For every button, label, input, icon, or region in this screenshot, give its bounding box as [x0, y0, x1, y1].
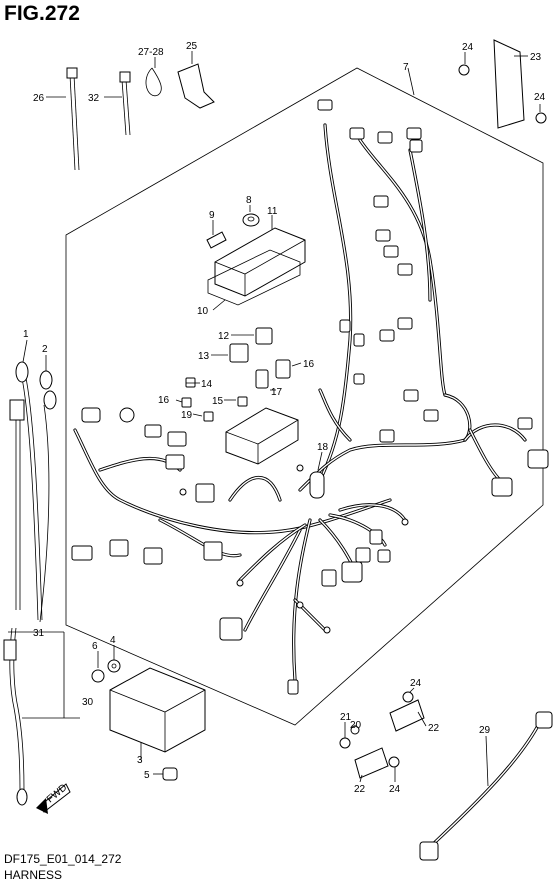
- callout-30: 30: [82, 697, 94, 708]
- callout-2: 2: [42, 344, 48, 355]
- callout-16: 16: [158, 395, 170, 406]
- top-bracket: [458, 39, 547, 129]
- callout-5: 5: [144, 770, 150, 781]
- callout-18: 18: [317, 442, 329, 453]
- assembly-frame: [65, 67, 544, 726]
- callout-27-28: 27-28: [138, 47, 164, 58]
- callout-4: 4: [110, 635, 116, 646]
- callout-24: 24: [410, 678, 422, 689]
- junction-box: [225, 407, 325, 499]
- extension-lead: [419, 711, 553, 861]
- bracket-assembly: [91, 659, 206, 781]
- figure-title: FIG.272: [4, 2, 80, 25]
- callout-6: 6: [92, 641, 98, 652]
- callout-24: 24: [534, 92, 546, 103]
- callout-26: 26: [33, 93, 45, 104]
- callout-1: 1: [23, 329, 29, 340]
- callout-14: 14: [201, 379, 213, 390]
- callout-29: 29: [479, 725, 491, 736]
- callout-22: 22: [354, 784, 366, 795]
- callouts: 7 24 23 24 26 32 27-28 25 8 9 11 10 12 1…: [23, 41, 546, 795]
- callout-17: 17: [271, 387, 283, 398]
- leader-lines: [8, 51, 541, 787]
- callout-31: 31: [33, 628, 45, 639]
- fuse-box: [207, 227, 306, 306]
- callout-23: 23: [530, 52, 542, 63]
- fasteners: [339, 691, 425, 779]
- callout-32: 32: [88, 93, 100, 104]
- callout-20: 20: [350, 720, 362, 731]
- grommet-part: [242, 213, 260, 227]
- figure-code: DF175_E01_014_272: [4, 852, 122, 866]
- callout-22: 22: [428, 723, 440, 734]
- main-harness: [73, 123, 527, 682]
- callout-25: 25: [186, 41, 198, 52]
- callout-16: 16: [303, 359, 315, 370]
- fwd-arrow: FWD: [36, 782, 71, 814]
- callout-10: 10: [197, 306, 209, 317]
- callout-12: 12: [218, 331, 230, 342]
- callout-13: 13: [198, 351, 210, 362]
- callout-7: 7: [403, 62, 409, 73]
- harness-connectors: [71, 99, 549, 695]
- battery-cables: [3, 361, 57, 806]
- callout-9: 9: [209, 210, 215, 221]
- callout-24: 24: [389, 784, 401, 795]
- callout-8: 8: [246, 195, 252, 206]
- clip-part: [206, 231, 227, 249]
- callout-21: 21: [340, 712, 352, 723]
- ties-and-clamps: [66, 63, 215, 171]
- callout-24: 24: [462, 42, 474, 53]
- callout-3: 3: [137, 755, 143, 766]
- relays: [181, 327, 291, 422]
- callout-11: 11: [267, 206, 278, 217]
- callout-19: 19: [181, 410, 193, 421]
- callout-15: 15: [212, 396, 224, 407]
- figure-name: HARNESS: [4, 868, 63, 882]
